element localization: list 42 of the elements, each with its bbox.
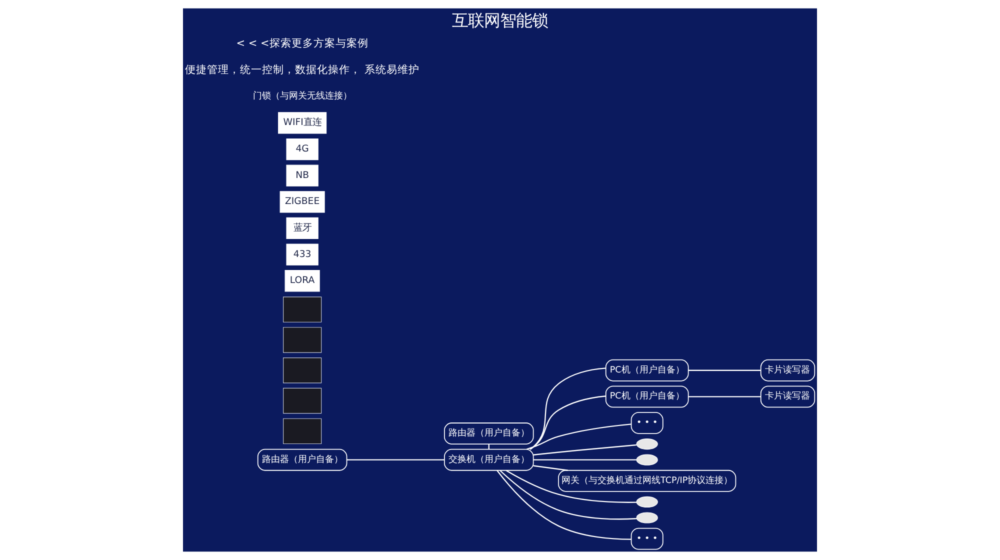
node-box: 4G [286,138,318,160]
node-box: NB [286,164,318,186]
node-box [283,418,322,444]
connector [346,459,444,460]
node-box: PC机（用户自备） [605,359,689,382]
connector [500,470,637,520]
node-box: WIFI直连 [278,112,327,134]
node-box: 卡片读写器 [760,386,816,408]
node-box: 卡片读写器 [760,359,816,382]
node-box: ZIGBEE [280,191,325,213]
node-box: 蓝牙 [286,217,318,240]
node-box: PC机（用户自备） [605,386,689,408]
node-box: • • • [630,528,664,550]
node-box [283,296,322,322]
node-box: 交换机（用户自备） [444,448,534,471]
connector [688,370,761,371]
connector [533,444,637,456]
node-box: • • • [630,412,664,434]
node-box: 路由器（用户自备） [257,448,348,471]
connector [526,424,632,450]
connector [530,396,606,450]
label: 便捷管理，统一控制，数据化操作， 系统易维护 [185,64,420,76]
connector [496,470,632,540]
node-box: 网关（与交换机通过网线TCP/IP协议连接） [558,470,736,492]
node-box [283,327,322,353]
node-box [283,358,322,384]
node-box [283,388,322,414]
connector [506,470,637,503]
connector [688,396,761,398]
node-ellipse [636,454,658,466]
connector [530,368,606,450]
node-ellipse [636,438,658,450]
node-ellipse [636,512,658,524]
node-box: 路由器（用户自备） [444,422,534,444]
label: < < <探索更多方案与案例 [236,38,368,50]
node-ellipse [636,496,658,508]
connector [533,459,636,460]
node-box: 433 [286,244,318,266]
node-box: LORA [284,270,320,292]
connector [533,465,568,471]
label: 门锁（与网关无线连接） [252,92,352,102]
diagram-title: 互联网智能锁 [452,11,548,30]
